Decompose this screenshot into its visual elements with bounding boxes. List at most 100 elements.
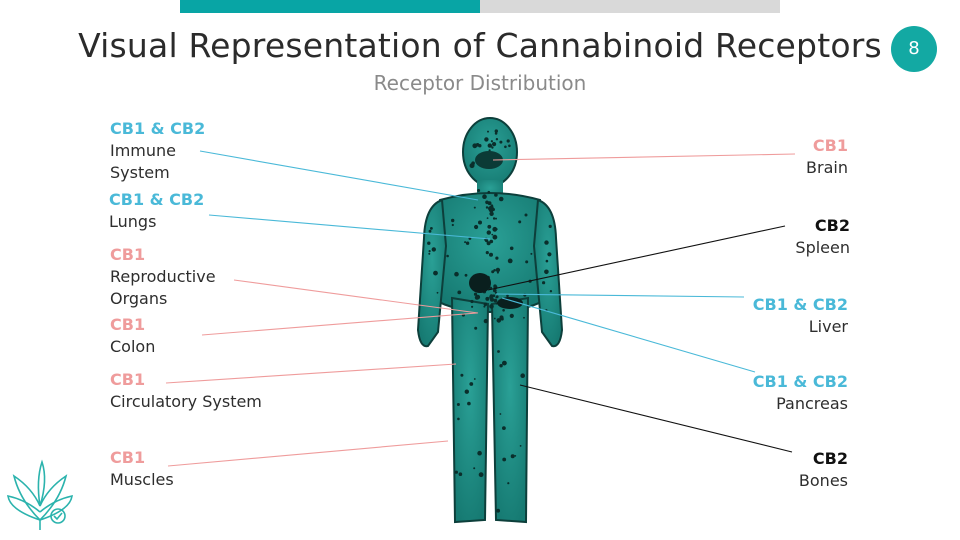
receptor-dot (495, 295, 499, 299)
receptor-dot (428, 229, 432, 233)
brain-organ (475, 151, 503, 169)
receptor-dot (478, 472, 484, 478)
receptor-dot (502, 457, 507, 462)
receptor-dot (492, 142, 497, 147)
receptor-dot (451, 223, 454, 227)
receptor-dot (486, 230, 491, 235)
receptor-code: CB1 & CB2 (752, 295, 848, 314)
label-pancreas: CB1 & CB2 Pancreas (753, 371, 848, 415)
page-title: Visual Representation of Cannabinoid Rec… (78, 26, 882, 65)
receptor-dot (487, 201, 492, 206)
receptor-dot (485, 239, 489, 243)
progress-bar-filled (180, 0, 480, 13)
cannabis-leaf-logo-icon (7, 459, 73, 530)
receptor-dot (477, 450, 482, 456)
organ-name: Pancreas (776, 394, 848, 413)
connector-lungs (208, 214, 491, 240)
page-subtitle: Receptor Distribution (373, 71, 587, 95)
receptor-dot (506, 139, 510, 143)
connector-spleen (487, 225, 786, 291)
organ-name: Liver (808, 317, 848, 336)
receptor-code: CB1 (110, 245, 146, 264)
left-arm-shape (416, 198, 448, 348)
receptor-dot (491, 233, 494, 236)
receptor-dot (483, 318, 489, 324)
organ-name: Reproductive (110, 267, 216, 286)
receptor-dot (467, 401, 471, 406)
receptor-dot (474, 326, 478, 330)
receptor-dot (431, 247, 436, 252)
receptor-dot (499, 364, 503, 368)
receptor-dot (494, 129, 498, 133)
label-spleen: CB2 Spleen (795, 215, 850, 259)
receptor-dot (496, 508, 500, 513)
receptor-dot (524, 213, 528, 217)
receptor-dot (489, 239, 494, 244)
spleen-organ (469, 273, 491, 293)
receptor-dot (493, 298, 498, 303)
receptor-dot (510, 454, 515, 459)
organ-name: Bones (798, 471, 848, 490)
receptor-dot (460, 373, 464, 377)
receptor-dot (548, 224, 552, 228)
receptor-dot (489, 295, 494, 300)
receptor-dot (523, 316, 525, 319)
receptor-dot (473, 292, 478, 296)
receptor-dot (488, 149, 491, 152)
organ-name: Circulatory System (110, 392, 262, 411)
receptor-code: CB2 (814, 216, 850, 235)
receptor-dot (484, 137, 489, 142)
receptor-dot (499, 140, 503, 144)
receptor-dot (433, 270, 438, 276)
receptor-dot (504, 145, 507, 149)
connector-circulatory (165, 363, 457, 384)
receptor-dot (454, 271, 459, 277)
receptor-dot (542, 281, 546, 285)
connector-pancreas (501, 297, 756, 373)
organ-name: Immune (110, 141, 177, 160)
receptor-code: CB1 & CB2 (110, 119, 206, 138)
receptor-dot (446, 254, 449, 258)
receptor-dot (519, 445, 522, 447)
receptor-dot (507, 482, 510, 485)
receptor-dot (495, 138, 499, 141)
receptor-dot (470, 299, 474, 304)
connector-muscles (167, 440, 449, 467)
receptor-code: CB1 (110, 448, 146, 467)
receptor-dot (487, 224, 492, 229)
receptor-dot (497, 350, 500, 353)
receptor-dot (489, 211, 494, 216)
receptor-dot (491, 146, 494, 149)
receptor-dot (485, 251, 489, 255)
receptor-dot (487, 143, 492, 148)
receptor-dot (475, 143, 480, 147)
receptor-dot (457, 290, 462, 295)
receptor-dot (454, 470, 458, 474)
receptor-dot (508, 144, 511, 148)
receptor-code: CB1 (812, 136, 848, 155)
page-number-badge: 8 (891, 26, 937, 72)
receptor-dot (475, 294, 481, 300)
receptor-dot (464, 273, 468, 277)
receptor-code: CB1 & CB2 (109, 190, 205, 209)
receptor-dot (487, 190, 491, 194)
receptor-code: CB1 & CB2 (752, 372, 848, 391)
organ-name: Spleen (795, 238, 850, 257)
receptor-dot (489, 304, 494, 309)
receptor-dot (486, 241, 491, 246)
receptor-dot (520, 373, 525, 379)
receptor-dot (495, 228, 498, 231)
receptor-dot (494, 193, 498, 197)
receptor-dot (474, 224, 479, 230)
label-brain: CB1 Brain (806, 135, 848, 179)
label-immune-system: CB1 & CB2 Immune System (110, 118, 205, 184)
receptor-dot (502, 309, 505, 312)
connector-colon (201, 312, 478, 336)
label-colon: CB1 Colon (110, 314, 155, 358)
receptor-dot (427, 241, 431, 245)
receptor-dot (549, 290, 553, 293)
receptor-dot (458, 472, 463, 477)
label-lungs: CB1 & CB2 Lungs (109, 189, 204, 233)
human-body-figure (416, 117, 564, 524)
receptor-dot (495, 217, 497, 220)
